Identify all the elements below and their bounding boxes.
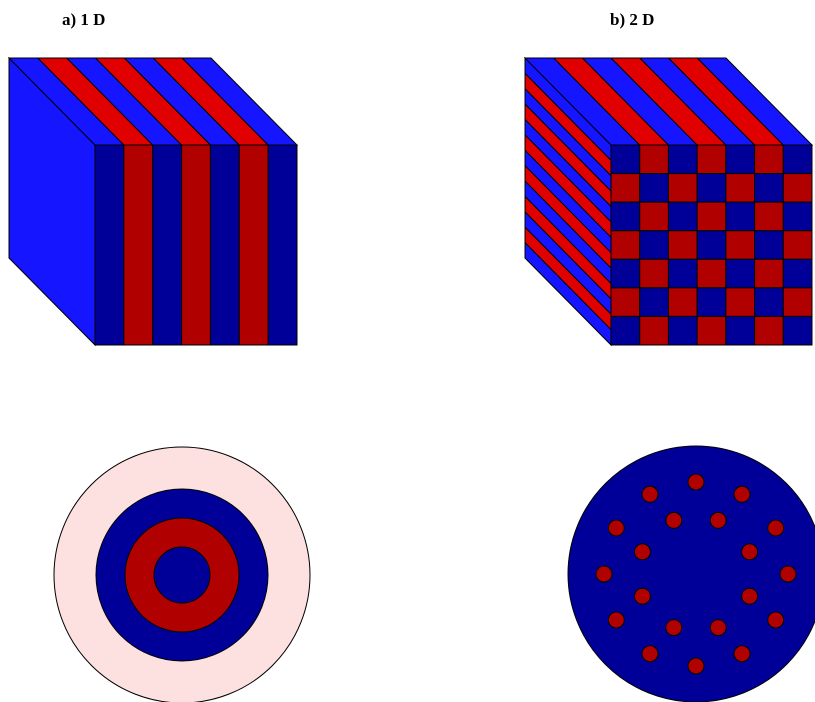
cube-front-stripe [268, 145, 297, 345]
hole [768, 612, 784, 628]
hole [642, 646, 658, 662]
hole [596, 566, 612, 582]
cube-front-stripe [239, 145, 268, 345]
checker-cell [697, 231, 726, 260]
checker-cell [697, 202, 726, 231]
checker-cell [755, 174, 784, 203]
hole [710, 512, 726, 528]
checker-cell [783, 174, 812, 203]
checker-cell [611, 145, 640, 174]
checker-cell [668, 145, 697, 174]
checker-cell [755, 288, 784, 317]
concentric-rings-cross-section [54, 447, 310, 702]
checker-cell [640, 231, 669, 260]
hole-array-cross-section [568, 446, 815, 702]
hole [742, 544, 758, 560]
checker-cell [697, 288, 726, 317]
checker-cell [783, 231, 812, 260]
checker-cell [611, 259, 640, 288]
checker-cell [611, 231, 640, 260]
checker-cell [755, 316, 784, 345]
checker-cell [640, 145, 669, 174]
hole [634, 544, 650, 560]
checker-cell [611, 174, 640, 203]
checker-cell [668, 174, 697, 203]
checker-cell [640, 202, 669, 231]
cube-front-stripe [153, 145, 182, 345]
hole [734, 646, 750, 662]
checker-cell [783, 259, 812, 288]
cube-front-stripe [124, 145, 153, 345]
hole [688, 474, 704, 490]
checker-cell [726, 259, 755, 288]
checker-cell [668, 259, 697, 288]
checker-cell [697, 316, 726, 345]
checker-cell [611, 316, 640, 345]
checker-cell [783, 288, 812, 317]
ring-4 [154, 547, 210, 603]
checker-cell [640, 288, 669, 317]
checker-cell [640, 316, 669, 345]
checker-cell [783, 202, 812, 231]
checker-cell [726, 145, 755, 174]
checker-cell [726, 288, 755, 317]
hole [666, 512, 682, 528]
one-d-stripe-cube [9, 58, 297, 345]
checker-cell [640, 259, 669, 288]
checker-cell [726, 316, 755, 345]
checker-cell [697, 259, 726, 288]
checker-cell [668, 202, 697, 231]
checker-cell [783, 145, 812, 174]
hole [608, 612, 624, 628]
checker-cell [755, 231, 784, 260]
checker-cell [611, 288, 640, 317]
hole [768, 520, 784, 536]
checker-cell [668, 316, 697, 345]
checker-cell [755, 202, 784, 231]
hole [710, 620, 726, 636]
cube-front-stripe [210, 145, 239, 345]
hole [634, 588, 650, 604]
two-d-checker-cube [525, 58, 812, 345]
checker-cell [726, 231, 755, 260]
hole [780, 566, 796, 582]
hole [734, 486, 750, 502]
checker-cell [668, 231, 697, 260]
hole [642, 486, 658, 502]
checker-cell [640, 174, 669, 203]
cube-front-stripe [182, 145, 211, 345]
hole [666, 620, 682, 636]
checker-cell [783, 316, 812, 345]
checker-cell [755, 145, 784, 174]
hole [742, 588, 758, 604]
checker-cell [611, 202, 640, 231]
cube-front-stripe [95, 145, 124, 345]
checker-cell [726, 202, 755, 231]
checker-cell [668, 288, 697, 317]
hole [608, 520, 624, 536]
hole [688, 658, 704, 674]
checker-cell [697, 145, 726, 174]
checker-cell [755, 259, 784, 288]
checker-cell [726, 174, 755, 203]
checker-cell [697, 174, 726, 203]
